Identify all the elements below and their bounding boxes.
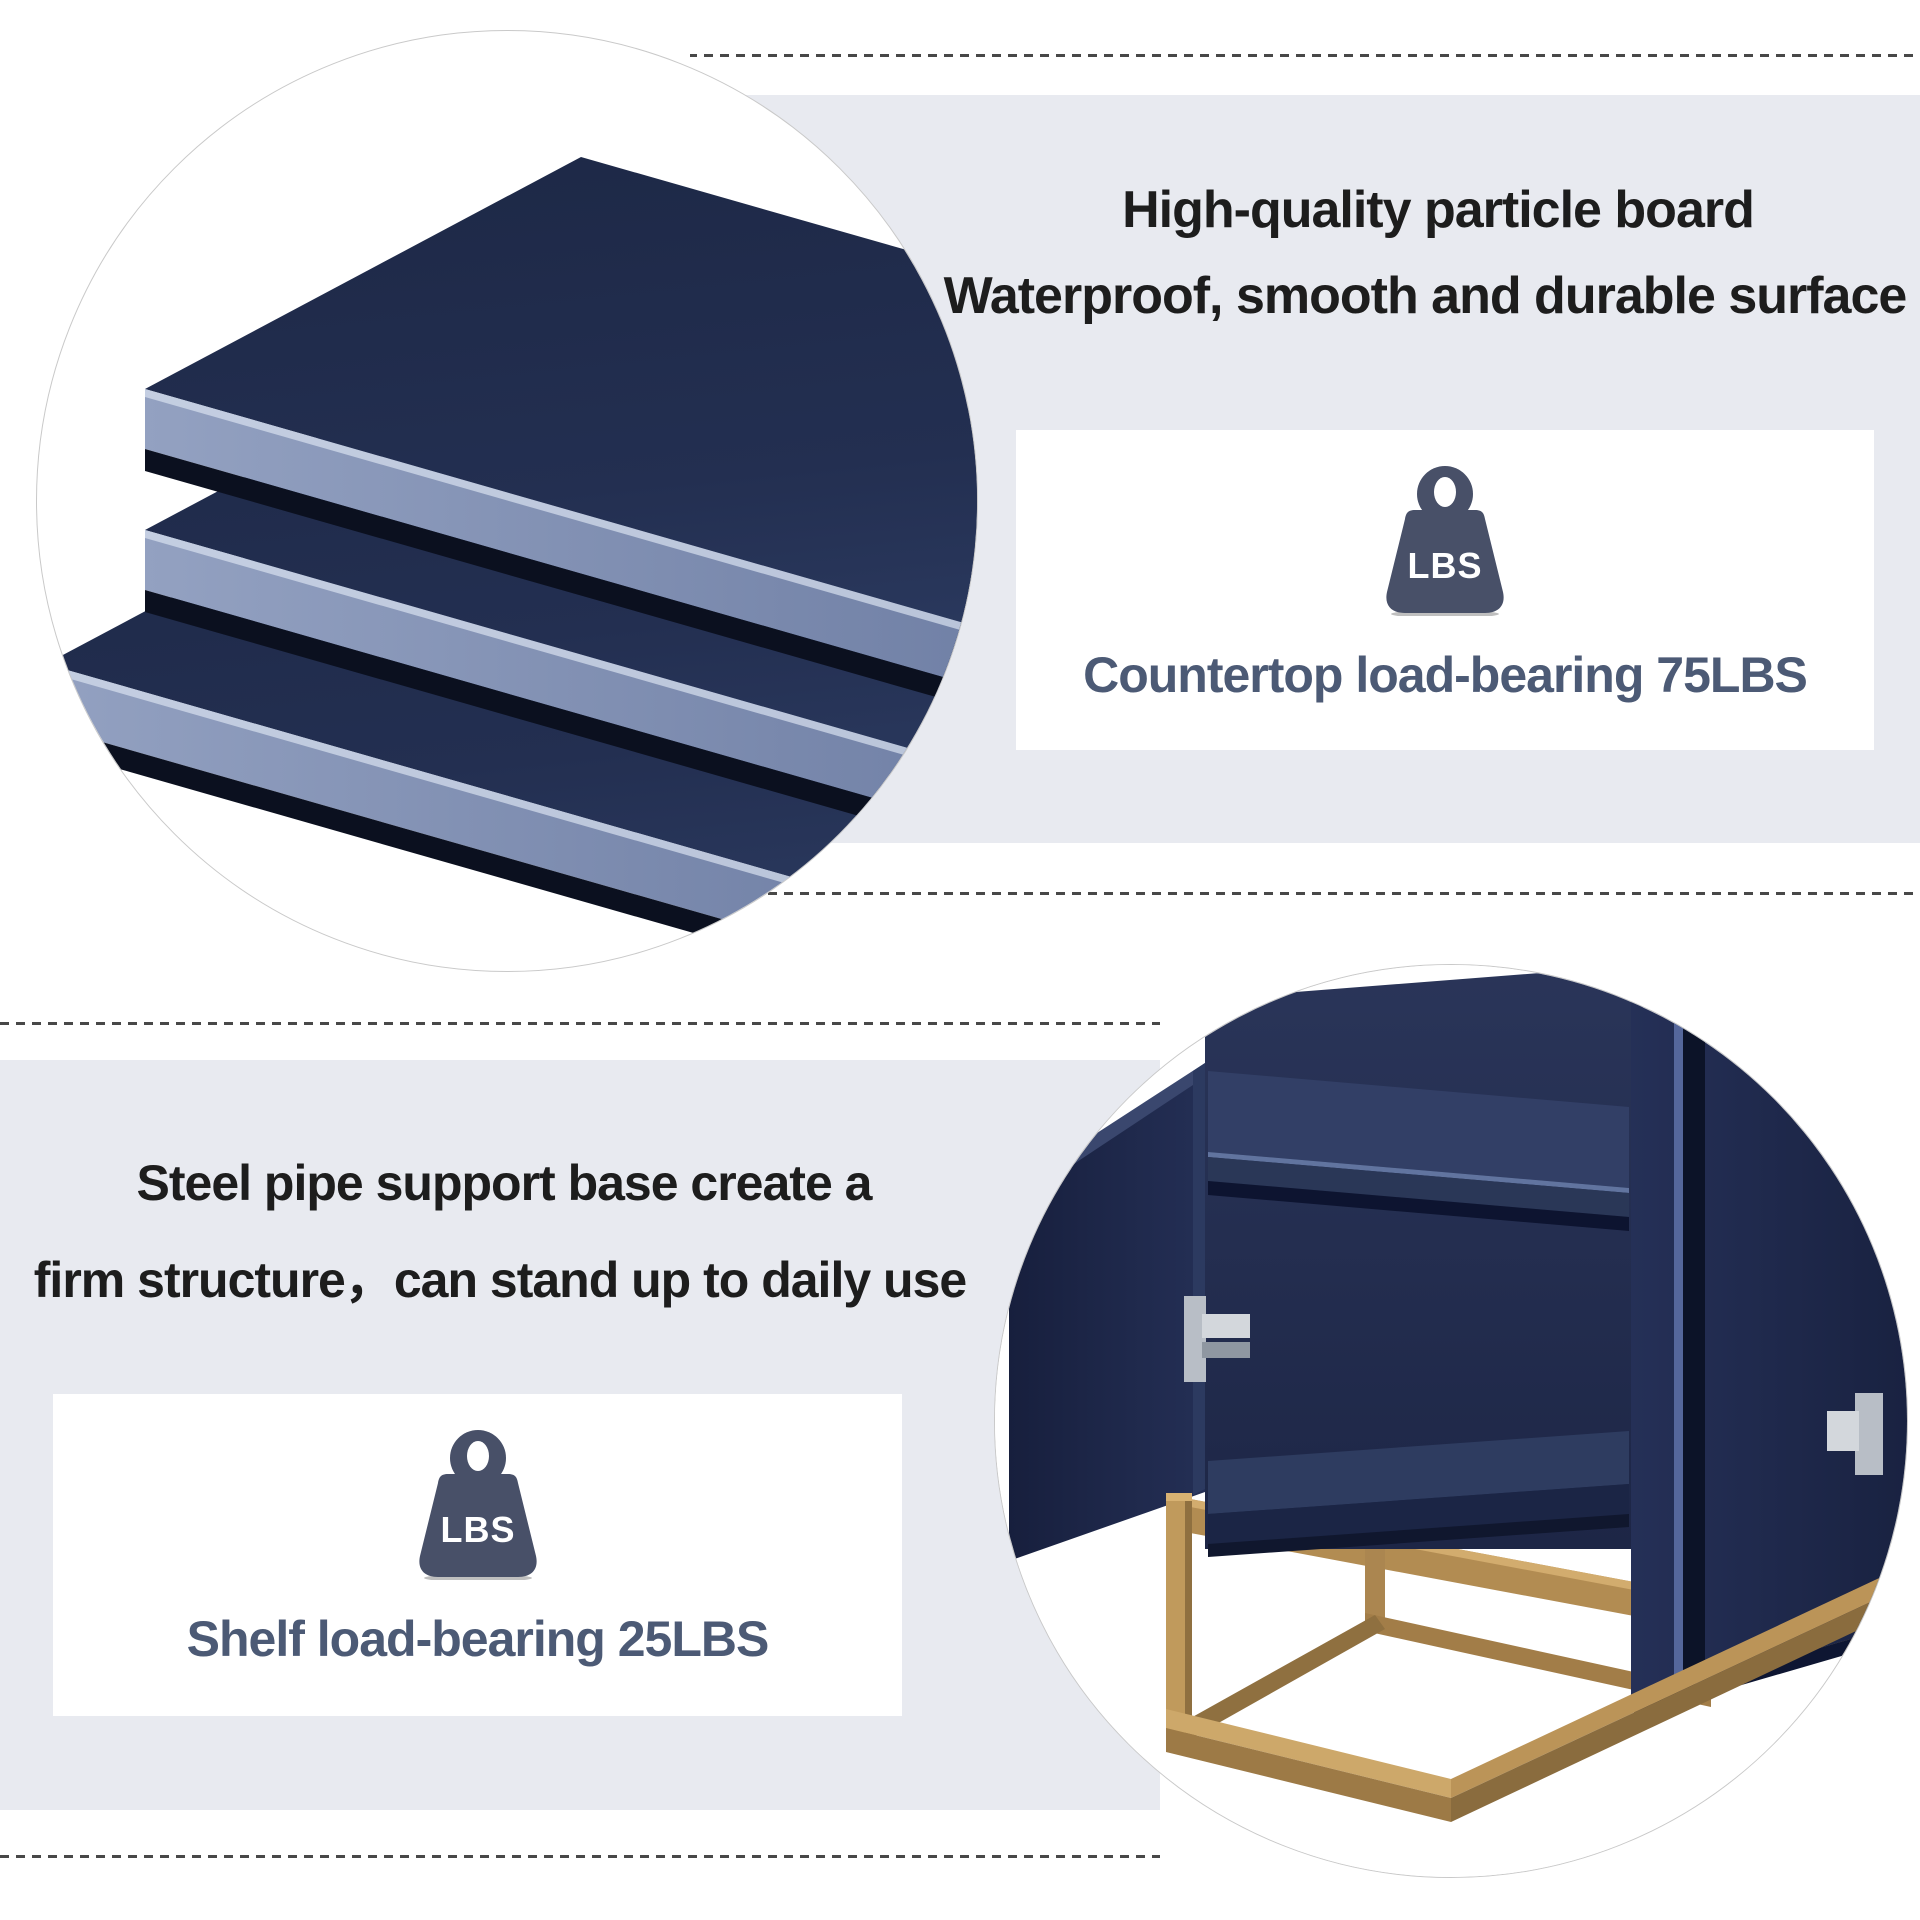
dashed-divider-3	[0, 1022, 1920, 1025]
weight-lbs-icon: LBS	[418, 1430, 537, 1580]
lbs-icon-label: LBS	[440, 1509, 515, 1550]
cabinet-illustration	[995, 965, 1907, 1877]
particle-board-photo	[36, 30, 978, 972]
top-heading-line2: Waterproof, smooth and durable surface	[943, 267, 1908, 325]
countertop-load-card: LBS Countertop load-bearing 75LBS	[1016, 430, 1874, 750]
top-heading-line1: High-quality particle board	[1122, 181, 1755, 239]
lbs-icon-label: LBS	[1408, 545, 1483, 586]
weight-lbs-icon: LBS	[1386, 466, 1504, 616]
particle-board-illustration	[46, 157, 977, 971]
bottom-heading-line1: Steel pipe support base create a	[136, 1155, 873, 1211]
shelf-load-card: LBS Shelf load-bearing 25LBS	[53, 1394, 902, 1716]
shelf-load-caption: Shelf load-bearing 25LBS	[186, 1611, 770, 1667]
countertop-load-caption: Countertop load-bearing 75LBS	[1083, 647, 1808, 703]
cabinet-interior-photo	[994, 964, 1908, 1878]
dashed-divider-1	[0, 54, 1920, 57]
dashed-divider-4	[0, 1855, 1920, 1858]
dashed-divider-2	[0, 892, 1920, 895]
bottom-heading-line2: firm structure，can stand up to daily use	[33, 1252, 967, 1308]
